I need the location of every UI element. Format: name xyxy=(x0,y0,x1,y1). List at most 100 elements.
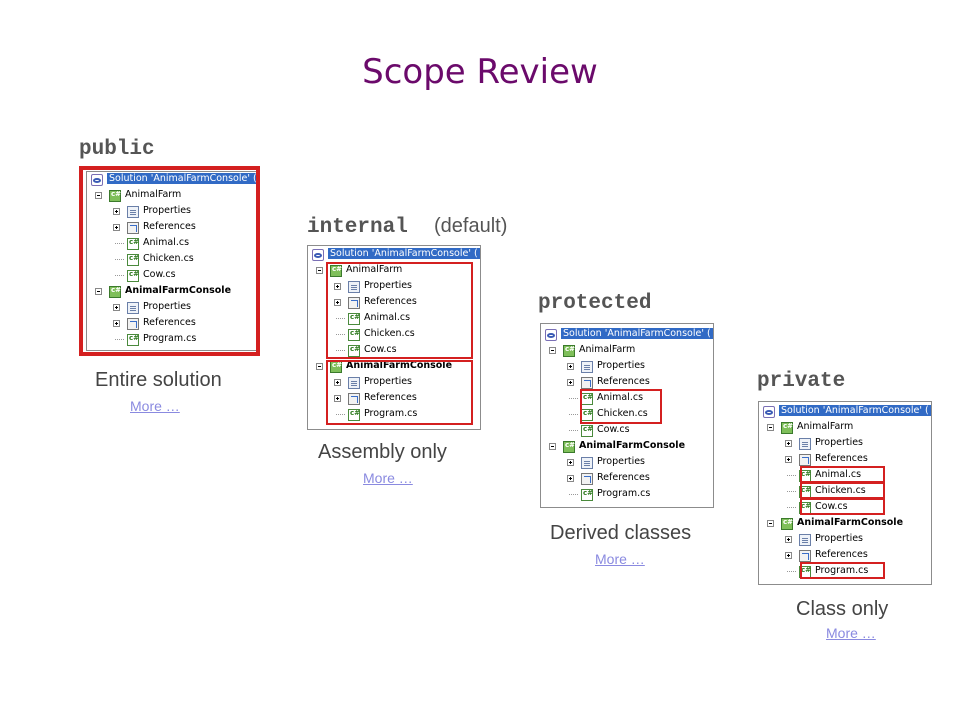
private-more-link[interactable]: More … xyxy=(826,625,876,641)
protected-more-link[interactable]: More … xyxy=(595,551,645,567)
cs-file-icon xyxy=(348,409,360,421)
collapse-icon[interactable] xyxy=(549,443,556,450)
collapse-icon[interactable] xyxy=(95,192,102,199)
tree-row[interactable]: Cow.cs xyxy=(308,343,480,359)
tree-rows: Solution 'AnimalFarmConsole' (AnimalFarm… xyxy=(759,404,931,580)
public-keyword: public xyxy=(79,138,155,161)
project-icon xyxy=(563,345,575,357)
tree-row[interactable]: AnimalFarmConsole xyxy=(541,439,713,455)
expand-icon[interactable] xyxy=(785,552,792,559)
tree-row[interactable]: Properties xyxy=(87,204,257,220)
tree-item-label: References xyxy=(143,317,196,328)
tree-item-label: Chicken.cs xyxy=(815,485,866,496)
tree-row[interactable]: AnimalFarm xyxy=(87,188,257,204)
references-icon xyxy=(348,393,360,405)
tree-row[interactable]: Chicken.cs xyxy=(87,252,257,268)
collapse-icon[interactable] xyxy=(316,267,323,274)
tree-row[interactable]: Properties xyxy=(759,436,931,452)
tree-row[interactable]: Program.cs xyxy=(541,487,713,503)
expand-icon[interactable] xyxy=(567,459,574,466)
collapse-icon[interactable] xyxy=(767,520,774,527)
tree-row[interactable]: AnimalFarm xyxy=(759,420,931,436)
tree-item-label: References xyxy=(364,392,417,403)
expand-icon[interactable] xyxy=(334,283,341,290)
collapse-icon[interactable] xyxy=(316,363,323,370)
tree-row[interactable]: Properties xyxy=(308,375,480,391)
expand-icon[interactable] xyxy=(113,320,120,327)
tree-row[interactable]: Properties xyxy=(87,300,257,316)
expand-icon[interactable] xyxy=(785,440,792,447)
internal-keyword: internal xyxy=(307,216,408,239)
properties-icon xyxy=(581,361,593,373)
tree-item-label: Properties xyxy=(815,533,864,544)
tree-row[interactable]: References xyxy=(541,471,713,487)
tree-row[interactable]: Chicken.cs xyxy=(541,407,713,423)
tree-row[interactable]: Animal.cs xyxy=(308,311,480,327)
expand-icon[interactable] xyxy=(113,224,120,231)
tree-row[interactable]: Properties xyxy=(541,359,713,375)
private-animal-highlight xyxy=(800,466,885,483)
tree-row[interactable]: References xyxy=(308,391,480,407)
tree-row[interactable]: AnimalFarmConsole xyxy=(759,516,931,532)
tree-connector xyxy=(336,350,345,351)
tree-row[interactable]: AnimalFarmConsole xyxy=(87,284,257,300)
expand-icon[interactable] xyxy=(334,395,341,402)
tree-row[interactable]: Program.cs xyxy=(759,564,931,580)
tree-item-label: Cow.cs xyxy=(597,424,630,435)
tree-row[interactable]: References xyxy=(759,548,931,564)
protected-files-highlight xyxy=(580,389,662,424)
tree-row[interactable]: Cow.cs xyxy=(87,268,257,284)
expand-icon[interactable] xyxy=(113,208,120,215)
tree-row[interactable]: References xyxy=(87,220,257,236)
tree-row[interactable]: Properties xyxy=(541,455,713,471)
expand-icon[interactable] xyxy=(785,456,792,463)
tree-item-label: Properties xyxy=(143,205,192,216)
tree-connector xyxy=(115,243,124,244)
collapse-icon[interactable] xyxy=(95,288,102,295)
tree-item-label: Chicken.cs xyxy=(143,253,194,264)
expand-icon[interactable] xyxy=(334,379,341,386)
tree-item-label: AnimalFarmConsole xyxy=(579,440,686,451)
tree-item-label: AnimalFarmConsole xyxy=(797,517,904,528)
tree-item-label: Properties xyxy=(597,456,646,467)
tree-row[interactable]: Solution 'AnimalFarmConsole' ( xyxy=(87,172,257,188)
private-keyword: private xyxy=(757,370,846,393)
expand-icon[interactable] xyxy=(113,304,120,311)
collapse-icon[interactable] xyxy=(549,347,556,354)
tree-connector xyxy=(569,398,578,399)
expand-icon[interactable] xyxy=(334,299,341,306)
tree-row[interactable]: Cow.cs xyxy=(541,423,713,439)
expand-icon[interactable] xyxy=(567,379,574,386)
collapse-icon[interactable] xyxy=(767,424,774,431)
tree-item-label: Properties xyxy=(364,376,413,387)
tree-row[interactable]: Animal.cs xyxy=(87,236,257,252)
tree-row[interactable]: References xyxy=(759,452,931,468)
expand-icon[interactable] xyxy=(567,475,574,482)
tree-item-label: References xyxy=(597,472,650,483)
public-more-link[interactable]: More … xyxy=(130,398,180,414)
tree-row[interactable]: AnimalFarm xyxy=(308,263,480,279)
cs-file-icon xyxy=(581,425,593,437)
project-icon xyxy=(563,441,575,453)
references-icon xyxy=(799,454,811,466)
tree-row[interactable]: References xyxy=(308,295,480,311)
expand-icon[interactable] xyxy=(567,363,574,370)
tree-row[interactable]: References xyxy=(87,316,257,332)
tree-row[interactable]: Properties xyxy=(308,279,480,295)
tree-row[interactable]: Solution 'AnimalFarmConsole' ( xyxy=(541,327,713,343)
internal-more-link[interactable]: More … xyxy=(363,470,413,486)
expand-icon[interactable] xyxy=(785,536,792,543)
tree-row[interactable]: Solution 'AnimalFarmConsole' ( xyxy=(759,404,931,420)
tree-row[interactable]: Solution 'AnimalFarmConsole' ( xyxy=(308,247,480,263)
tree-connector xyxy=(569,414,578,415)
tree-row[interactable]: AnimalFarm xyxy=(541,343,713,359)
tree-row[interactable]: Program.cs xyxy=(87,332,257,348)
tree-row[interactable]: Chicken.cs xyxy=(308,327,480,343)
tree-connector xyxy=(336,414,345,415)
tree-connector xyxy=(336,318,345,319)
tree-row[interactable]: Program.cs xyxy=(308,407,480,423)
references-icon xyxy=(127,222,139,234)
tree-row[interactable]: References xyxy=(541,375,713,391)
private-program-highlight xyxy=(800,562,885,579)
tree-row[interactable]: Properties xyxy=(759,532,931,548)
